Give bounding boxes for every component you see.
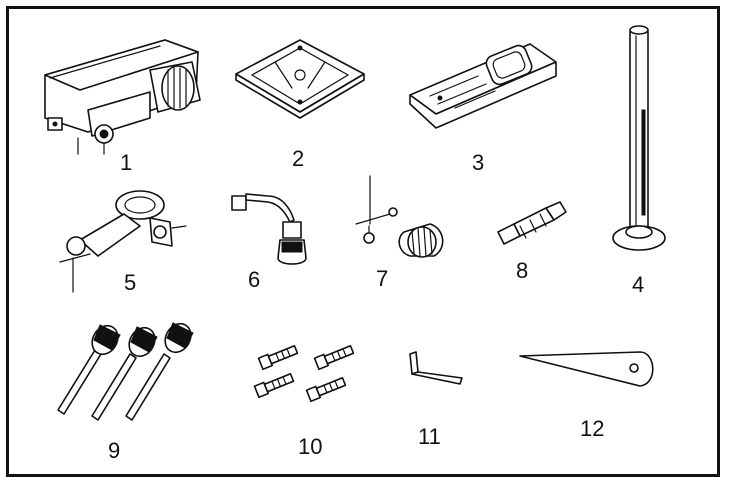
part-number-3: 3 bbox=[472, 150, 484, 175]
part-number-6: 6 bbox=[248, 267, 260, 292]
bolts-icon bbox=[253, 345, 355, 403]
part-number-11: 11 bbox=[418, 424, 441, 449]
part-number-1: 1 bbox=[120, 150, 132, 175]
part-number-5: 5 bbox=[124, 270, 136, 295]
part-number-8: 8 bbox=[516, 258, 528, 283]
part-number-7: 7 bbox=[376, 266, 388, 291]
part-number-4: 4 bbox=[632, 272, 644, 297]
part-number-10: 10 bbox=[298, 434, 322, 459]
part-number-9: 9 bbox=[108, 438, 120, 463]
part-number-2: 2 bbox=[292, 146, 304, 171]
table-bracket-icon bbox=[59, 190, 187, 293]
hex-key-icon bbox=[409, 351, 463, 385]
part-number-12: 12 bbox=[580, 416, 604, 441]
arbor-icon bbox=[497, 201, 567, 245]
chuck-and-key-icon bbox=[355, 175, 444, 258]
feed-handle-icon bbox=[231, 193, 307, 265]
work-table-icon bbox=[235, 39, 365, 119]
drill-press-head-icon bbox=[44, 39, 201, 155]
handle-levers-icon bbox=[57, 322, 194, 421]
base-plate-icon bbox=[409, 43, 557, 129]
wedge-drift-icon bbox=[519, 351, 654, 387]
column-tube-icon bbox=[612, 25, 666, 251]
